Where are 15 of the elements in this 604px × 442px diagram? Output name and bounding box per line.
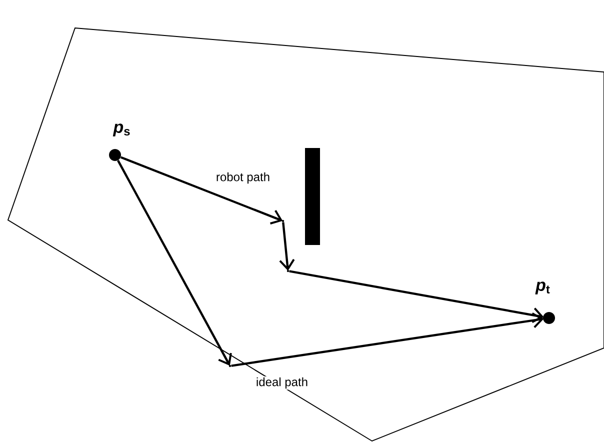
arrow [231, 312, 544, 367]
arrow [279, 222, 295, 271]
edge-label: robot path [214, 171, 272, 185]
arrow [120, 156, 283, 224]
arrow [117, 160, 232, 366]
point-dot [543, 312, 555, 324]
point-label: p$_{s}$ [112, 124, 130, 136]
obstacle-bar [305, 148, 320, 245]
path-waypoint [286, 270, 290, 272]
point-label: p$_{t}$ [535, 282, 550, 294]
arrow [289, 270, 544, 323]
edge-label: ideal path [254, 376, 310, 390]
path-waypoint [228, 364, 232, 368]
path-waypoint [282, 220, 284, 222]
point-dot [109, 149, 121, 161]
